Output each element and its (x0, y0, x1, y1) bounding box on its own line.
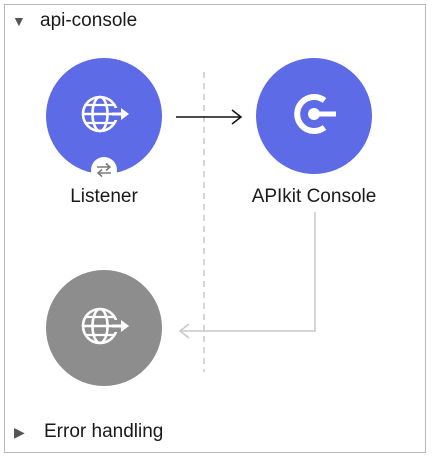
flow-arrow (176, 109, 243, 125)
apikit-console-node[interactable]: APIkit Console (232, 58, 396, 208)
error-handling-toggle[interactable]: ▶ Error handling (14, 420, 163, 444)
apikit-console-circle[interactable] (256, 58, 372, 174)
globe-arrow-icon (76, 86, 132, 147)
globe-arrow-icon (76, 298, 132, 359)
response-circle[interactable] (46, 270, 162, 386)
triangle-down-icon[interactable]: ▼ (12, 13, 26, 29)
flow-title: api-console (40, 10, 138, 31)
flow-header[interactable]: ▼ api-console (12, 10, 137, 32)
listener-node[interactable]: Listener (46, 58, 162, 208)
apikit-console-icon (286, 86, 342, 147)
apikit-console-label: APIkit Console (251, 186, 377, 207)
error-handling-label: Error handling (44, 421, 164, 442)
triangle-right-icon[interactable]: ▶ (14, 424, 25, 440)
listener-circle[interactable] (46, 58, 162, 174)
return-arrow (178, 212, 316, 339)
swap-arrows-icon (91, 157, 117, 183)
response-node[interactable] (46, 270, 162, 386)
listener-label: Listener (70, 186, 138, 207)
